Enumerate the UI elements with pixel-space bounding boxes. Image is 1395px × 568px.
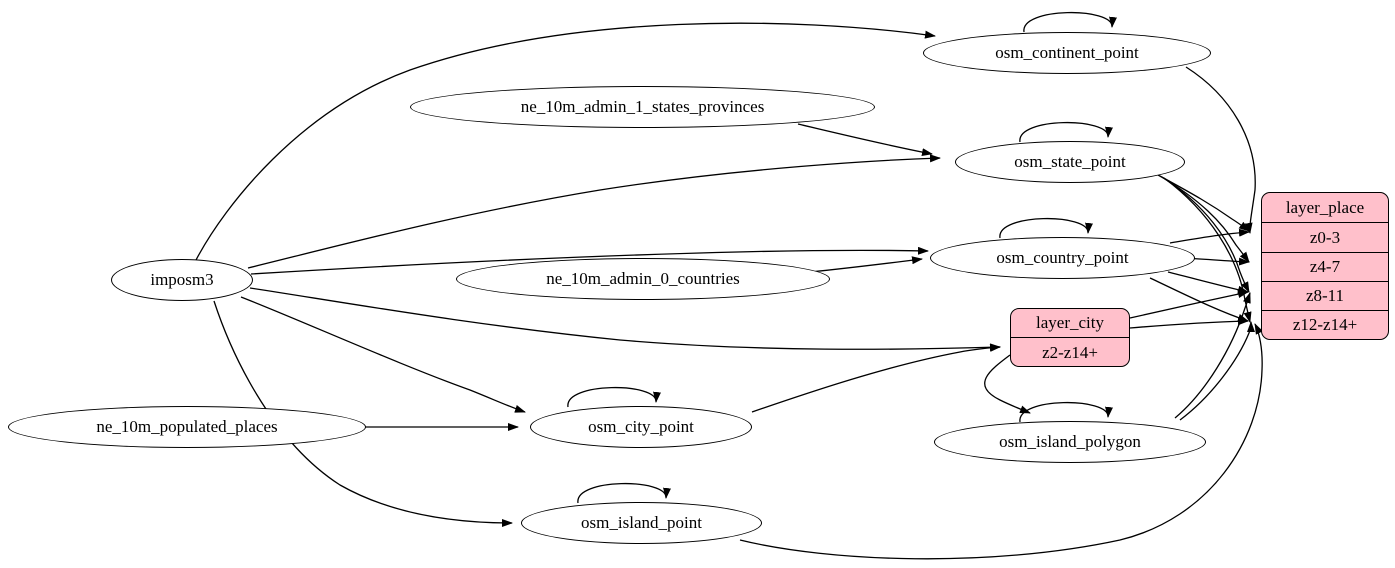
node-ne-10m-admin-1-states-provinces[interactable]: ne_10m_admin_1_states_provinces (410, 86, 875, 128)
node-osm-state-point[interactable]: osm_state_point (955, 141, 1185, 183)
node-ne-10m-populated-places[interactable]: ne_10m_populated_places (8, 406, 366, 448)
layer-city-header: layer_city (1011, 309, 1129, 338)
node-imposm3[interactable]: imposm3 (111, 259, 253, 301)
node-osm-country-point[interactable]: osm_country_point (930, 237, 1195, 279)
layer-place-row-label: z8-11 (1305, 286, 1345, 305)
node-label: imposm3 (150, 270, 214, 289)
layer-place-row-z8-11[interactable]: z8-11 (1262, 281, 1388, 310)
node-label: ne_10m_admin_1_states_provinces (520, 97, 765, 116)
edges-into-layer-place (739, 66, 1264, 560)
self-loop-edges (567, 11, 1117, 504)
layer-city-title: layer_city (1036, 313, 1104, 332)
layer-city-row-label: z2-z14+ (1042, 342, 1098, 362)
layer-place-row-z0-3[interactable]: z0-3 (1262, 223, 1388, 252)
node-osm-city-point[interactable]: osm_city_point (530, 406, 752, 448)
node-osm-island-point[interactable]: osm_island_point (521, 502, 762, 544)
layer-place-row-label: z0-3 (1309, 227, 1341, 247)
node-label: osm_state_point (1014, 152, 1126, 171)
edges-from-imposm3 (195, 22, 1001, 527)
node-layer-city[interactable]: layer_city z2-z14+ (1010, 308, 1130, 367)
node-label: ne_10m_admin_0_countries (546, 269, 740, 288)
node-label: osm_country_point (996, 248, 1129, 267)
node-label: osm_island_point (581, 513, 702, 532)
node-label: ne_10m_populated_places (96, 417, 278, 436)
node-ne-10m-admin-0-countries[interactable]: ne_10m_admin_0_countries (456, 258, 830, 300)
node-osm-continent-point[interactable]: osm_continent_point (923, 32, 1211, 74)
layer-city-row-z2-z14[interactable]: z2-z14+ (1011, 338, 1129, 366)
layer-place-header: layer_place (1262, 193, 1388, 223)
node-layer-place[interactable]: layer_place z0-3 z4-7 z8-11 z12-z14+ (1261, 192, 1389, 340)
edges-misc (751, 343, 1031, 414)
node-label: osm_city_point (588, 417, 694, 436)
node-label: osm_island_polygon (999, 432, 1141, 451)
layer-place-row-z12-z14[interactable]: z12-z14+ (1262, 310, 1388, 339)
edges-from-natural-earth (365, 123, 933, 431)
layer-place-row-label: z4-7 (1309, 257, 1341, 276)
layer-place-row-label: z12-z14+ (1292, 315, 1358, 334)
node-label: osm_continent_point (995, 43, 1139, 62)
layer-place-row-z4-7[interactable]: z4-7 (1262, 252, 1388, 281)
layer-place-title: layer_place (1285, 197, 1365, 217)
node-osm-island-polygon[interactable]: osm_island_polygon (934, 421, 1206, 463)
